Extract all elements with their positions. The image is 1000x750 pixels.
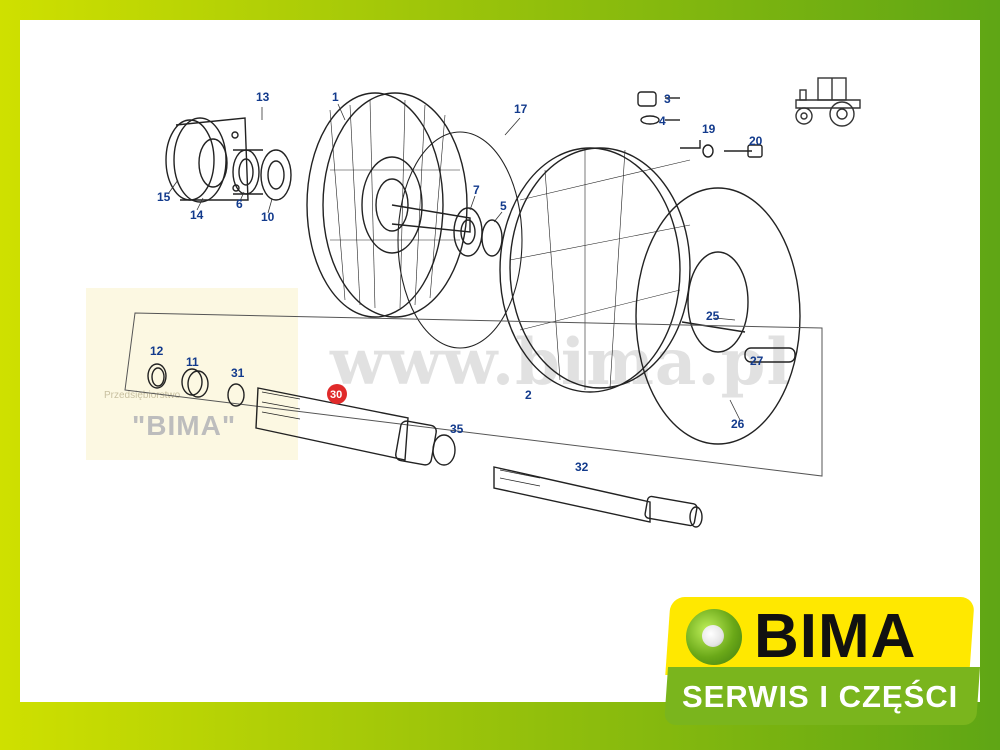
callout-26: 26 [731, 417, 745, 431]
callout-4: 4 [659, 114, 666, 128]
seal-flange-part [165, 117, 249, 203]
callout-10: 10 [261, 210, 275, 224]
tractor-icon [795, 77, 861, 127]
assembly-bracket-outline [124, 312, 823, 477]
callout-30: 30 [330, 389, 342, 401]
ring-set-part [147, 363, 245, 407]
stamp-line: Przedsiębiorstwo [104, 390, 181, 401]
callout-14: 14 [190, 208, 204, 222]
callout-11: 11 [186, 355, 199, 369]
website-watermark: www.bima.pl [330, 325, 792, 400]
callout-1: 1 [332, 90, 339, 104]
highlight-marker [327, 384, 347, 404]
callout-2: 2 [525, 388, 532, 402]
logo-tagline: SERWIS I CZĘŚCI [682, 679, 959, 714]
callout-12: 12 [150, 344, 164, 358]
callout-25: 25 [706, 309, 720, 323]
callout-labels: 13 1 17 3 4 19 20 15 14 6 10 7 5 25 27 1… [150, 90, 764, 474]
screw-part [680, 140, 763, 158]
o-ring-part [397, 131, 523, 349]
callout-6: 6 [236, 197, 243, 211]
leader-lines [167, 103, 741, 421]
logo-ball-highlight [702, 625, 724, 647]
plate-disc-part [635, 187, 801, 445]
callout-27: 27 [750, 354, 764, 368]
callout-20: 20 [749, 134, 763, 148]
callout-19: 19 [702, 122, 716, 136]
callout-31: 31 [231, 366, 245, 380]
callout-35: 35 [450, 422, 464, 436]
plug-part [637, 91, 680, 125]
input-shaft-part [255, 387, 456, 466]
callout-13: 13 [256, 90, 270, 104]
callout-17: 17 [514, 102, 528, 116]
stamp-name: "BIMA" [132, 410, 237, 441]
bearing-hub-part [453, 207, 503, 257]
bearing-part [232, 149, 292, 201]
housing-cover-part [499, 147, 691, 393]
callout-3: 3 [664, 92, 671, 106]
callout-15: 15 [157, 190, 171, 204]
callout-7: 7 [473, 183, 480, 197]
callout-32: 32 [575, 460, 589, 474]
logo-brand-text: BIMA [754, 602, 917, 671]
drive-shaft-part [493, 466, 703, 528]
bima-logo: BIMA SERWIS I CZĘŚCI [663, 597, 981, 729]
torque-converter-part [306, 92, 471, 318]
callout-5: 5 [500, 199, 507, 213]
